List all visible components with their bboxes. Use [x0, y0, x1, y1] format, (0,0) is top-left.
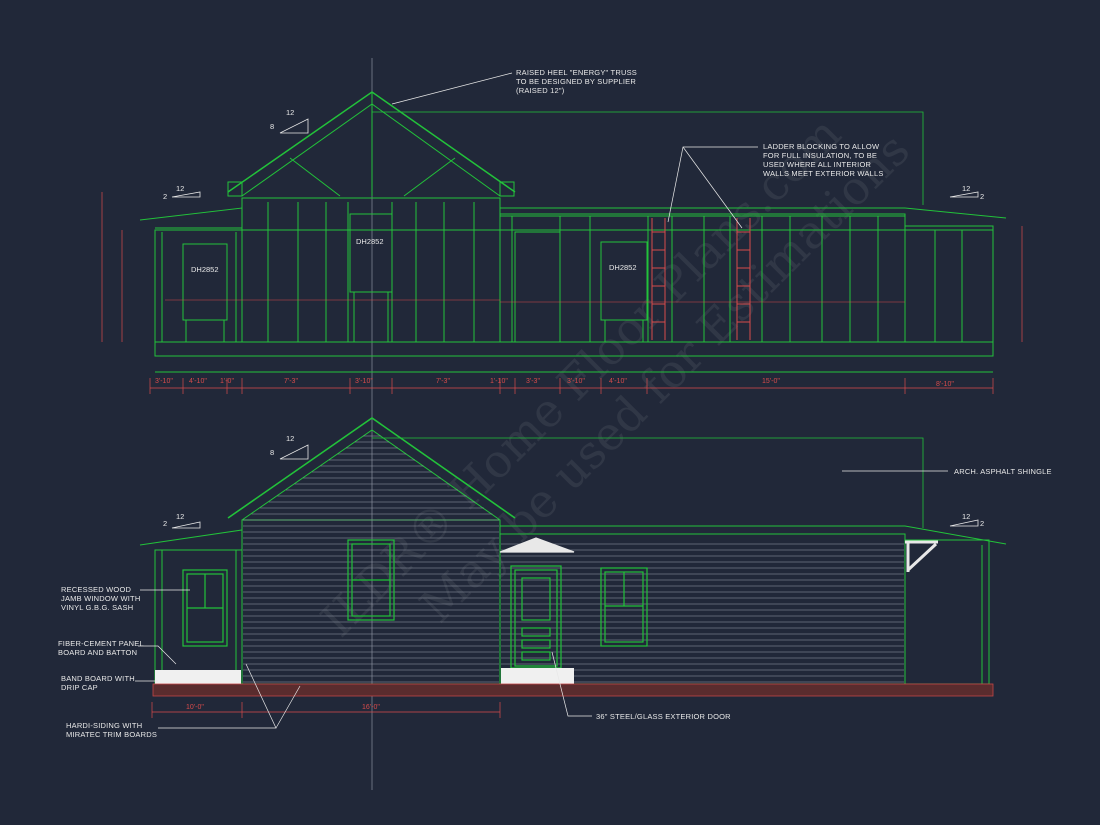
svg-text:RAISED HEEL "ENERGY" TRUSS: RAISED HEEL "ENERGY" TRUSS: [516, 68, 637, 77]
svg-text:7'-3": 7'-3": [284, 378, 298, 385]
watermark-line-1: ILDR® Home Floor Plans.com: [310, 106, 851, 647]
pitch-symbol-main-top: 12 8: [270, 108, 309, 134]
svg-text:4'-10": 4'-10": [609, 378, 627, 385]
left-porch-roof-ext: [139, 529, 243, 551]
pitch-symbol-right-bottom: 12 2: [949, 512, 984, 528]
left-wall-frame: [154, 229, 243, 343]
pitch-symbol-left-bottom: 12 2: [163, 512, 201, 529]
right-roof-line: [500, 207, 1007, 219]
svg-text:8: 8: [270, 448, 274, 457]
window-label-right: DH2852: [609, 263, 637, 272]
note-shingle: ARCH. ASPHALT SHINGLE: [842, 467, 1052, 476]
svg-text:12: 12: [286, 108, 294, 117]
dimension-string-bottom: [151, 702, 501, 718]
heel-right: [499, 181, 515, 197]
sill-right: [604, 319, 644, 343]
svg-text:12: 12: [286, 434, 294, 443]
ladder-blocking: [651, 218, 751, 340]
note-truss: RAISED HEEL "ENERGY" TRUSS TO BE DESIGNE…: [391, 68, 637, 105]
far-right-wall-frame: [904, 225, 994, 343]
center-wall-frame: [241, 197, 501, 343]
window-opening-left: [182, 243, 228, 321]
dim-bottom-left: 10'-0": [186, 704, 204, 711]
svg-text:8'-10": 8'-10": [936, 381, 954, 388]
dimension-string-top: [101, 192, 1023, 394]
svg-text:3'-10": 3'-10": [567, 378, 585, 385]
svg-text:VINYL G.B.G. SASH: VINYL G.B.G. SASH: [61, 603, 133, 612]
svg-text:2: 2: [163, 519, 167, 528]
svg-text:12: 12: [962, 512, 970, 521]
svg-text:USED WHERE ALL INTERIOR: USED WHERE ALL INTERIOR: [763, 160, 871, 169]
web-left: [289, 157, 341, 197]
band-board-porch: [501, 668, 574, 684]
svg-text:15'-0": 15'-0": [762, 378, 780, 385]
svg-text:12: 12: [176, 512, 184, 521]
svg-text:TO BE DESIGNED BY SUPPLIER: TO BE DESIGNED BY SUPPLIER: [516, 77, 636, 86]
pitch-symbol-right-top: 12 2: [949, 184, 984, 201]
right-roof-ext: [500, 525, 1007, 545]
main-gable-roof-ext: [227, 417, 516, 519]
svg-text:2: 2: [163, 192, 167, 201]
window-center-ext: [347, 539, 395, 621]
gable-bracket: [905, 540, 938, 572]
svg-text:12: 12: [962, 184, 970, 193]
sill-center: [353, 291, 389, 343]
svg-text:1'-0": 1'-0": [220, 378, 234, 385]
svg-text:2: 2: [980, 192, 984, 201]
note-exterior-door: 36" STEEL/GLASS EXTERIOR DOOR: [551, 651, 731, 721]
main-gable-inner: [241, 103, 501, 197]
window-right-ext: [600, 567, 648, 647]
svg-text:2: 2: [980, 519, 984, 528]
svg-text:36" STEEL/GLASS EXTERIOR DOOR: 36" STEEL/GLASS EXTERIOR DOOR: [596, 712, 731, 721]
svg-text:LADDER BLOCKING TO ALLOW: LADDER BLOCKING TO ALLOW: [763, 142, 880, 151]
window-left-ext: [182, 569, 228, 647]
framing-elevation: [139, 91, 1007, 373]
svg-text:WALLS MEET EXTERIOR WALLS: WALLS MEET EXTERIOR WALLS: [763, 169, 884, 178]
svg-text:JAMB WINDOW WITH: JAMB WINDOW WITH: [61, 594, 140, 603]
svg-text:FOR FULL INSULATION, TO BE: FOR FULL INSULATION, TO BE: [763, 151, 877, 160]
note-ladder-blocking: LADDER BLOCKING TO ALLOW FOR FULL INSULA…: [667, 142, 884, 229]
band-board-left: [155, 670, 241, 684]
note-window: RECESSED WOOD JAMB WINDOW WITH VINYL G.B…: [61, 585, 190, 612]
ridge-projection-ext: [372, 437, 924, 528]
svg-text:MIRATEC TRIM BOARDS: MIRATEC TRIM BOARDS: [66, 730, 157, 739]
dim-bottom-center: 16'-0": [362, 704, 380, 711]
left-porch-roof: [139, 207, 243, 229]
svg-text:ARCH. ASPHALT SHINGLE: ARCH. ASPHALT SHINGLE: [954, 467, 1052, 476]
web-right: [403, 157, 456, 197]
brick-foundation: [152, 683, 994, 697]
svg-text:(RAISED 12"): (RAISED 12"): [516, 86, 565, 95]
svg-text:8: 8: [270, 122, 274, 131]
svg-text:12: 12: [176, 184, 184, 193]
svg-text:BOARD AND BATTON: BOARD AND BATTON: [58, 648, 137, 657]
svg-text:BAND BOARD WITH: BAND BOARD WITH: [61, 674, 135, 683]
dimension-labels-top: 3'-10" 4'-10" 1'-0" 7'-3" 3'-10" 7'-3" 1…: [155, 378, 954, 388]
ridge-projection: [372, 111, 924, 205]
entry-door-ext: [499, 537, 575, 669]
pitch-symbol-main-bottom: 12 8: [270, 434, 309, 460]
note-band-board: BAND BOARD WITH DRIP CAP: [61, 674, 158, 692]
sill-left: [185, 319, 225, 343]
svg-text:1'-10": 1'-10": [490, 378, 508, 385]
window-opening-center: [349, 213, 393, 293]
svg-text:DRIP CAP: DRIP CAP: [61, 683, 98, 692]
svg-text:3'-10": 3'-10": [155, 378, 173, 385]
svg-text:3'-10": 3'-10": [355, 378, 373, 385]
svg-text:RECESSED WOOD: RECESSED WOOD: [61, 585, 131, 594]
watermark-line-2: May be used for Estimations: [409, 122, 919, 632]
note-hardi-siding: HARDI-SIDING WITH MIRATEC TRIM BOARDS: [66, 663, 301, 739]
svg-text:HARDI-SIDING WITH: HARDI-SIDING WITH: [66, 721, 142, 730]
window-label-center: DH2852: [356, 237, 384, 246]
pitch-symbol-left-top: 12 2: [163, 184, 201, 201]
heel-left: [227, 181, 243, 197]
svg-text:3'-3": 3'-3": [526, 378, 540, 385]
svg-text:7'-3": 7'-3": [436, 378, 450, 385]
note-fiber-cement: FIBER-CEMENT PANEL BOARD AND BATTON: [58, 639, 177, 665]
svg-text:FIBER-CEMENT PANEL: FIBER-CEMENT PANEL: [58, 639, 144, 648]
window-label-left: DH2852: [191, 265, 219, 274]
svg-text:4'-10": 4'-10": [189, 378, 207, 385]
door-opening: [514, 231, 561, 343]
